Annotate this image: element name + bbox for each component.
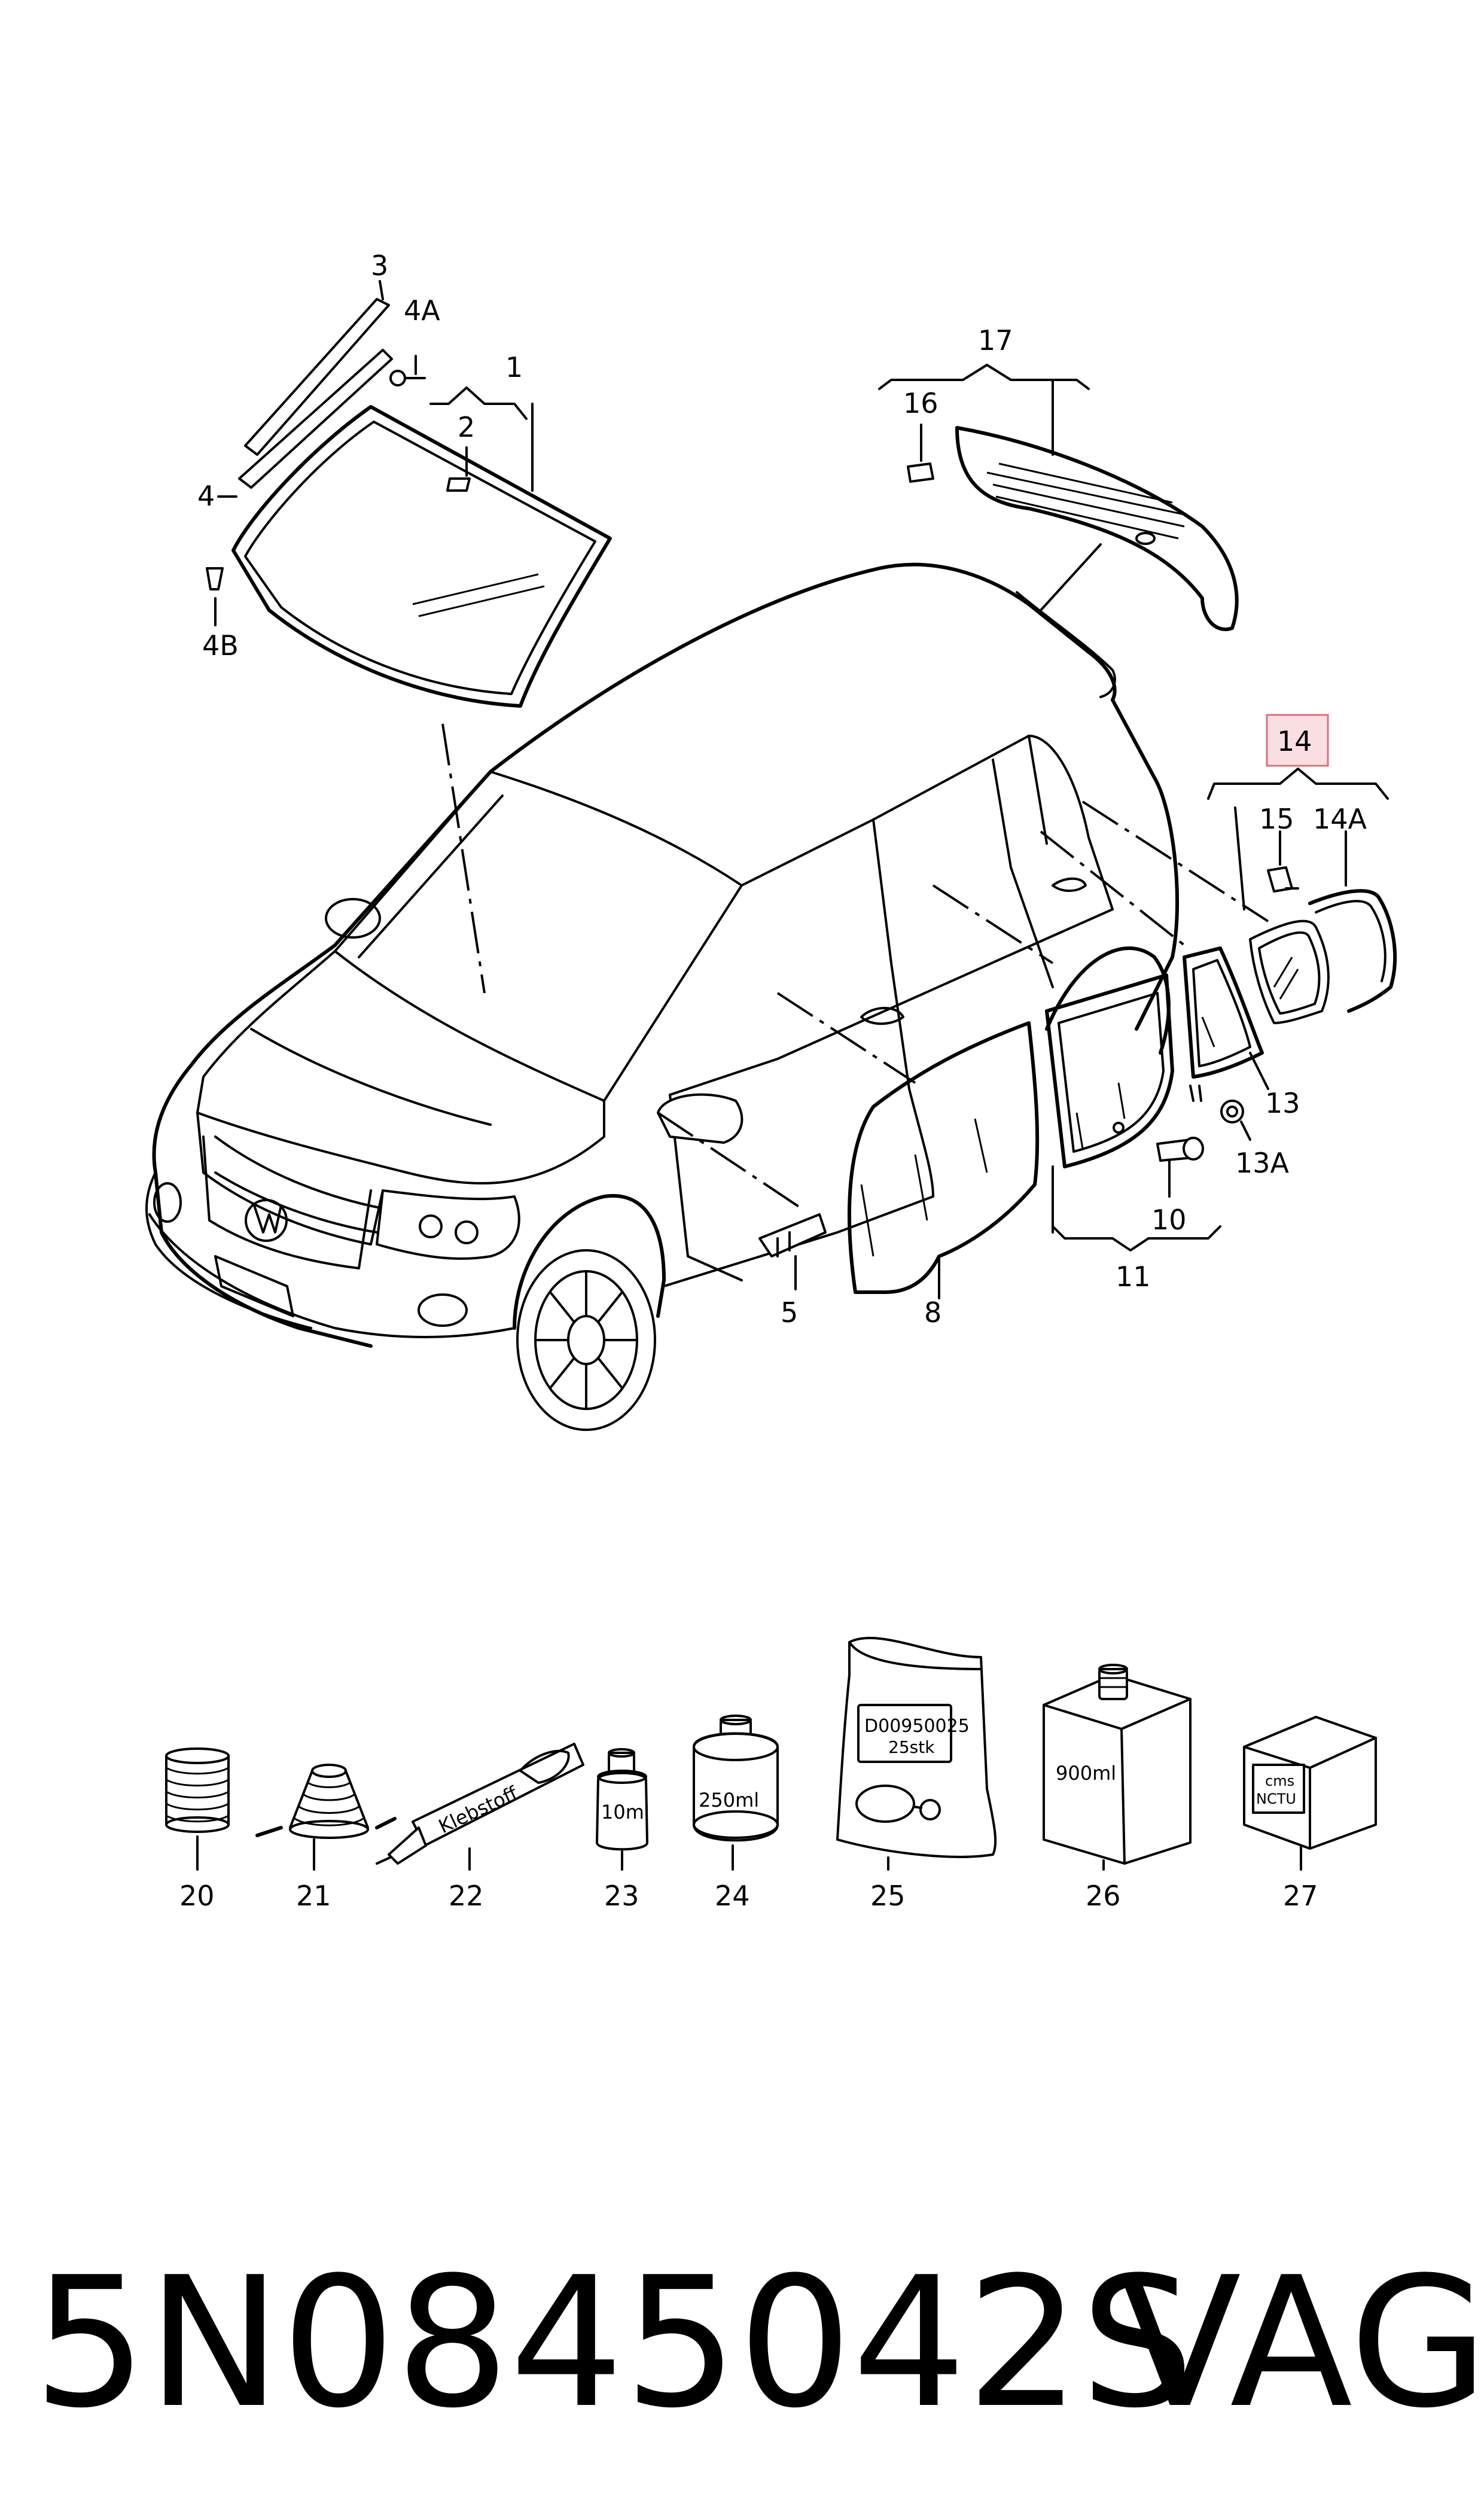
part-quarter-glass-13 xyxy=(1183,946,1269,1141)
callout-8: 8 xyxy=(924,1296,941,1329)
item-20-coil: 20 xyxy=(165,1747,230,1912)
callout-23: 23 xyxy=(604,1880,639,1912)
callout-11: 11 xyxy=(1116,1260,1151,1293)
box-label-2: NCTU xyxy=(1256,1791,1296,1807)
callout-17: 17 xyxy=(978,324,1013,357)
callout-24: 24 xyxy=(715,1880,750,1912)
callout-26: 26 xyxy=(1086,1880,1121,1912)
part-windshield xyxy=(231,386,612,708)
item-27-box: cms NCTU 27 xyxy=(1243,1716,1377,1912)
car-body xyxy=(145,543,1269,1431)
item-26-jug: 900ml 26 xyxy=(1043,1664,1192,1912)
callout-13a: 13A xyxy=(1235,1147,1290,1179)
highlight-box-14 xyxy=(1266,714,1329,767)
bag-label-1: D00950025 xyxy=(864,1716,970,1737)
callout-1: 1 xyxy=(505,351,523,383)
item-23-small-bottle: 10ml 23 xyxy=(596,1748,650,1912)
callout-20: 20 xyxy=(179,1880,215,1912)
callout-21: 21 xyxy=(296,1880,331,1912)
callout-14a: 14A xyxy=(1313,803,1367,835)
callout-13: 13 xyxy=(1265,1087,1300,1119)
callout-2: 2 xyxy=(458,411,475,443)
part-rear-window xyxy=(878,364,1239,631)
jug-label: 900ml xyxy=(1056,1762,1116,1785)
part-trims xyxy=(206,280,426,626)
item-24-can: 250ml 24 xyxy=(693,1715,779,1912)
callout-4: 4 xyxy=(197,480,215,512)
item-22-adhesive-tube: Klebstoff 22 xyxy=(376,1743,584,1912)
callout-5: 5 xyxy=(781,1296,798,1329)
callout-25: 25 xyxy=(870,1880,906,1912)
callout-15: 15 xyxy=(1259,803,1294,835)
callout-27: 27 xyxy=(1283,1880,1318,1912)
can-label: 250ml xyxy=(699,1789,759,1811)
bag-label-2: 25stk xyxy=(888,1737,935,1757)
callout-16: 16 xyxy=(903,387,938,419)
small-bottle-label: 10ml xyxy=(601,1801,650,1823)
footer-part-number: 5N0845042S xyxy=(33,2239,1194,2447)
part-5-bracket xyxy=(758,1213,827,1290)
part-front-door-glass xyxy=(848,1021,1040,1299)
callout-14: 14 xyxy=(1277,725,1312,757)
callout-3: 3 xyxy=(371,249,388,282)
part-rear-door-glass xyxy=(1045,973,1221,1252)
callout-4a: 4A xyxy=(404,294,440,327)
callout-labels: 1 2 3 4A 4 4B 17 16 14 15 14A 13 13A 10 … xyxy=(197,249,1367,1329)
box-label-1: cms xyxy=(1265,1773,1294,1789)
footer-brand: VAG xyxy=(1119,2239,1484,2447)
part-quarter-glass-14 xyxy=(1207,714,1397,1024)
callout-22: 22 xyxy=(449,1880,484,1912)
callout-10: 10 xyxy=(1151,1204,1187,1236)
item-25-bag: D00950025 25stk 25 xyxy=(836,1637,997,1912)
item-21-cone-coil: 21 xyxy=(255,1764,397,1912)
callout-4b: 4B xyxy=(202,629,239,662)
